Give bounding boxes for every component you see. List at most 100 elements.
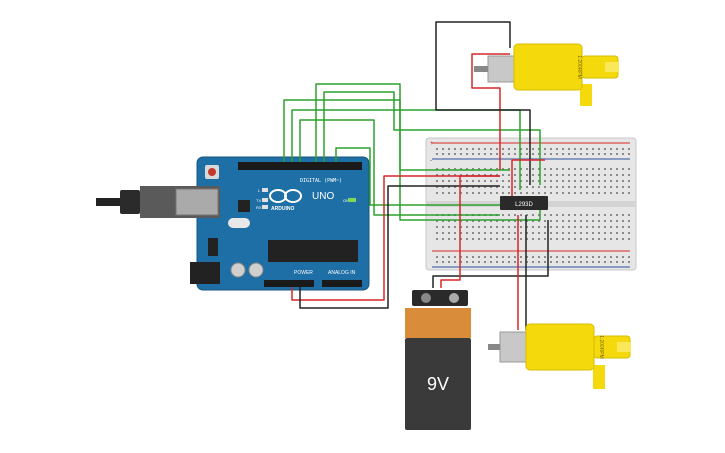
breadboard-hole xyxy=(616,226,618,228)
breadboard-hole xyxy=(610,168,612,170)
wire-red-battery[interactable] xyxy=(440,175,500,288)
arduino-model: UNO xyxy=(312,191,334,202)
breadboard-hole xyxy=(466,168,468,170)
breadboard-hole xyxy=(484,148,486,150)
reset-button[interactable] xyxy=(208,168,216,176)
battery-9v[interactable]: 9V xyxy=(405,290,471,430)
breadboard-hole xyxy=(616,214,618,216)
breadboard-hole xyxy=(628,256,630,258)
led-on-label: ON xyxy=(343,198,349,203)
breadboard-hole xyxy=(436,168,438,170)
breadboard-hole xyxy=(580,148,582,150)
wire-green-5[interactable] xyxy=(323,91,541,185)
breadboard-hole xyxy=(490,232,492,234)
breadboard-hole xyxy=(520,256,522,258)
breadboard-hole xyxy=(448,174,450,176)
breadboard-hole xyxy=(604,214,606,216)
breadboard-hole xyxy=(514,261,516,263)
l293d-chip[interactable]: L293D xyxy=(500,196,548,210)
breadboard-hole xyxy=(448,256,450,258)
breadboard-hole xyxy=(610,180,612,182)
breadboard-hole xyxy=(538,220,540,222)
breadboard-hole xyxy=(574,220,576,222)
breadboard-hole xyxy=(574,192,576,194)
breadboard-hole xyxy=(502,168,504,170)
breadboard-hole xyxy=(568,232,570,234)
breadboard-hole xyxy=(550,186,552,188)
breadboard-hole xyxy=(532,226,534,228)
breadboard-hole xyxy=(544,256,546,258)
breadboard-hole xyxy=(436,186,438,188)
breadboard-hole xyxy=(628,180,630,182)
dc-motor-bottom[interactable]: 1:200RPM xyxy=(488,323,631,389)
breadboard-hole xyxy=(550,238,552,240)
wire-black-battery[interactable] xyxy=(432,220,549,288)
breadboard-hole xyxy=(544,214,546,216)
breadboard-hole xyxy=(622,220,624,222)
arduino-logo-text: ARDUINO xyxy=(271,206,294,212)
breadboard-hole xyxy=(568,186,570,188)
breadboard-hole xyxy=(538,180,540,182)
wire-red-top-motor[interactable] xyxy=(471,53,510,170)
breadboard-hole xyxy=(628,220,630,222)
breadboard-hole xyxy=(490,174,492,176)
wire-black-arduino-gnd[interactable] xyxy=(299,185,500,309)
breadboard-hole xyxy=(622,168,624,170)
arduino-uno-board[interactable]: DIGITAL (PWM~) ARDUINO UNO L TX RX ON PO… xyxy=(96,156,370,291)
wire-green-2[interactable] xyxy=(291,109,521,190)
breadboard-hole xyxy=(484,192,486,194)
breadboard-hole xyxy=(622,232,624,234)
breadboard-hole xyxy=(568,226,570,228)
wire-black-top-motor[interactable] xyxy=(435,21,531,185)
breadboard-hole xyxy=(532,256,534,258)
breadboard-hole xyxy=(562,220,564,222)
breadboard-hole xyxy=(484,168,486,170)
atmega-chip xyxy=(268,240,358,262)
breadboard-hole xyxy=(532,220,534,222)
breadboard-hole xyxy=(562,238,564,240)
breadboard-hole xyxy=(592,153,594,155)
breadboard-hole xyxy=(556,256,558,258)
wire-green-4[interactable] xyxy=(315,83,541,221)
breadboard-hole xyxy=(442,192,444,194)
breadboard-hole xyxy=(622,186,624,188)
breadboard-hole xyxy=(532,186,534,188)
wire-red-bb-link[interactable] xyxy=(511,159,545,200)
wire-red-arduino-5v[interactable] xyxy=(291,175,500,301)
breadboard-hole xyxy=(490,168,492,170)
breadboard-hole xyxy=(550,174,552,176)
battery-terminal-negative xyxy=(421,293,431,303)
breadboard-hole xyxy=(490,220,492,222)
breadboard-hole xyxy=(502,180,504,182)
breadboard-hole xyxy=(574,214,576,216)
breadboard-hole xyxy=(508,174,510,176)
breadboard-hole xyxy=(538,192,540,194)
breadboard-hole xyxy=(520,261,522,263)
breadboard-hole xyxy=(502,256,504,258)
dc-motor-top[interactable]: 1:200RPM xyxy=(474,43,619,106)
breadboard-hole xyxy=(442,186,444,188)
wire-green-3[interactable] xyxy=(299,119,500,216)
breadboard-hole xyxy=(454,153,456,155)
breadboard-hole xyxy=(568,180,570,182)
breadboard-hole xyxy=(526,232,528,234)
breadboard-hole xyxy=(466,226,468,228)
breadboard-hole xyxy=(580,168,582,170)
breadboard-hole xyxy=(442,168,444,170)
breadboard-hole xyxy=(466,148,468,150)
breadboard-hole xyxy=(508,220,510,222)
led-l xyxy=(262,188,268,192)
breadboard-hole xyxy=(562,214,564,216)
motor-can-bottom xyxy=(499,331,529,363)
breadboard-hole xyxy=(598,226,600,228)
wire-green-6[interactable] xyxy=(335,147,520,206)
breadboard-hole xyxy=(616,238,618,240)
breadboard-hole xyxy=(586,174,588,176)
breadboard-hole xyxy=(574,174,576,176)
breadboard-hole xyxy=(544,186,546,188)
breadboard-hole xyxy=(514,256,516,258)
breadboard-hole xyxy=(544,238,546,240)
breadboard-hole xyxy=(436,180,438,182)
breadboard-hole xyxy=(496,148,498,150)
breadboard-hole xyxy=(532,192,534,194)
